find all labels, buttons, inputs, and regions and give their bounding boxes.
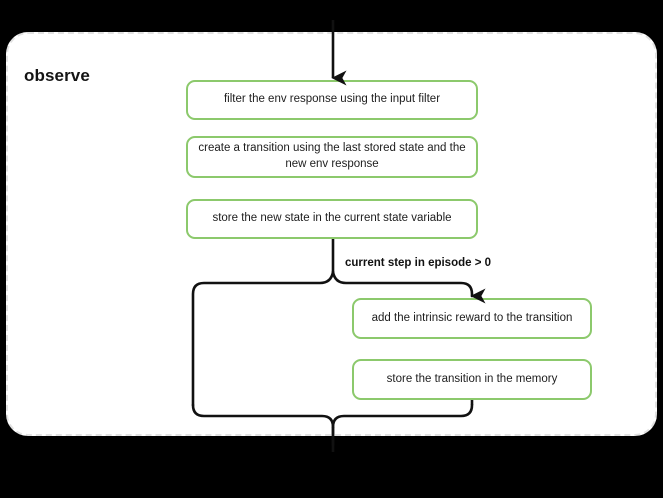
node-add-intrinsic-reward[interactable]: add the intrinsic reward to the transiti… [352,298,592,339]
observe-group-title: observe [24,66,90,85]
node-store-transition-memory[interactable]: store the transition in the memory [352,359,592,400]
node-create-transition[interactable]: create a transition using the last store… [186,136,478,178]
node-store-new-state[interactable]: store the new state in the current state… [186,199,478,239]
edge-label-branch-condition: current step in episode > 0 [345,257,492,269]
node-filter-env-response[interactable]: filter the env response using the input … [186,80,478,120]
